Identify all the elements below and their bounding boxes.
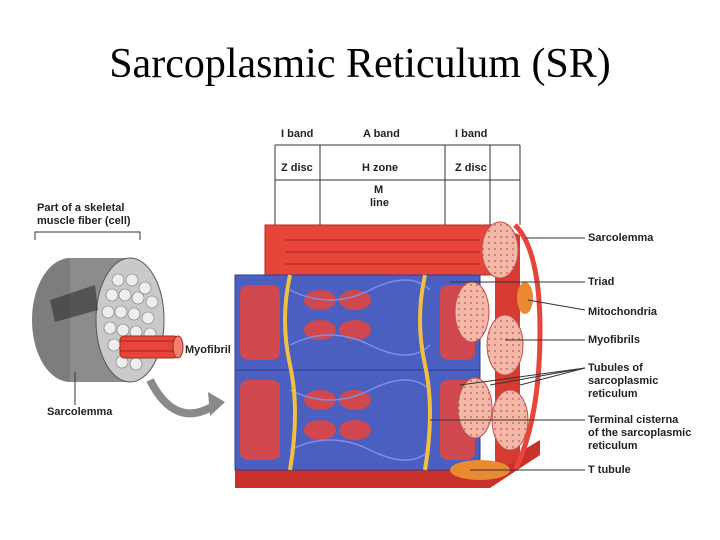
label-a-band: A band (363, 128, 400, 140)
label-i-band-left: I band (281, 128, 314, 140)
label-mitochondria: Mitochondria (588, 306, 658, 318)
leader-lines (430, 237, 586, 471)
band-brackets (274, 144, 521, 225)
label-sarcolemma-inset: Sarcolemma (47, 406, 113, 418)
zoom-arrow (146, 378, 218, 418)
myofibril-strand (119, 335, 184, 359)
label-terminal-1: Terminal cisterna (588, 414, 679, 426)
label-h-zone: H zone (362, 162, 399, 174)
label-tubules-2: sarcoplasmic (588, 375, 659, 387)
label-myofibril-inset: Myofibril (185, 344, 231, 356)
sarcomere-block (234, 221, 543, 488)
label-fiber-2: muscle fiber (cell) (37, 215, 131, 227)
upper-myofibril (264, 224, 496, 276)
label-t-tubule: T tubule (588, 464, 631, 476)
label-tubules-3: reticulum (588, 388, 638, 400)
mitochondrion (517, 282, 533, 314)
sarcolemma-edge (512, 223, 543, 472)
label-sarcolemma: Sarcolemma (588, 232, 654, 244)
label-triad: Triad (588, 276, 615, 288)
label-fiber-1: Part of a skeletal (37, 202, 125, 214)
label-z-disc-right: Z disc (455, 162, 487, 174)
page-title: Sarcoplasmic Reticulum (SR) (109, 41, 611, 87)
label-tubules-1: Tubules of (588, 362, 643, 374)
label-m-line-1: M (374, 184, 384, 196)
label-m-line-2: line (370, 197, 389, 209)
label-myofibrils: Myofibrils (588, 334, 640, 346)
muscle-fiber-inset (32, 231, 225, 418)
label-z-disc-left: Z disc (281, 162, 313, 174)
t-tubules (283, 274, 432, 471)
label-terminal-2: of the sarcoplasmic (588, 427, 692, 439)
label-terminal-3: reticulum (588, 440, 638, 452)
label-i-band-right: I band (455, 128, 488, 140)
